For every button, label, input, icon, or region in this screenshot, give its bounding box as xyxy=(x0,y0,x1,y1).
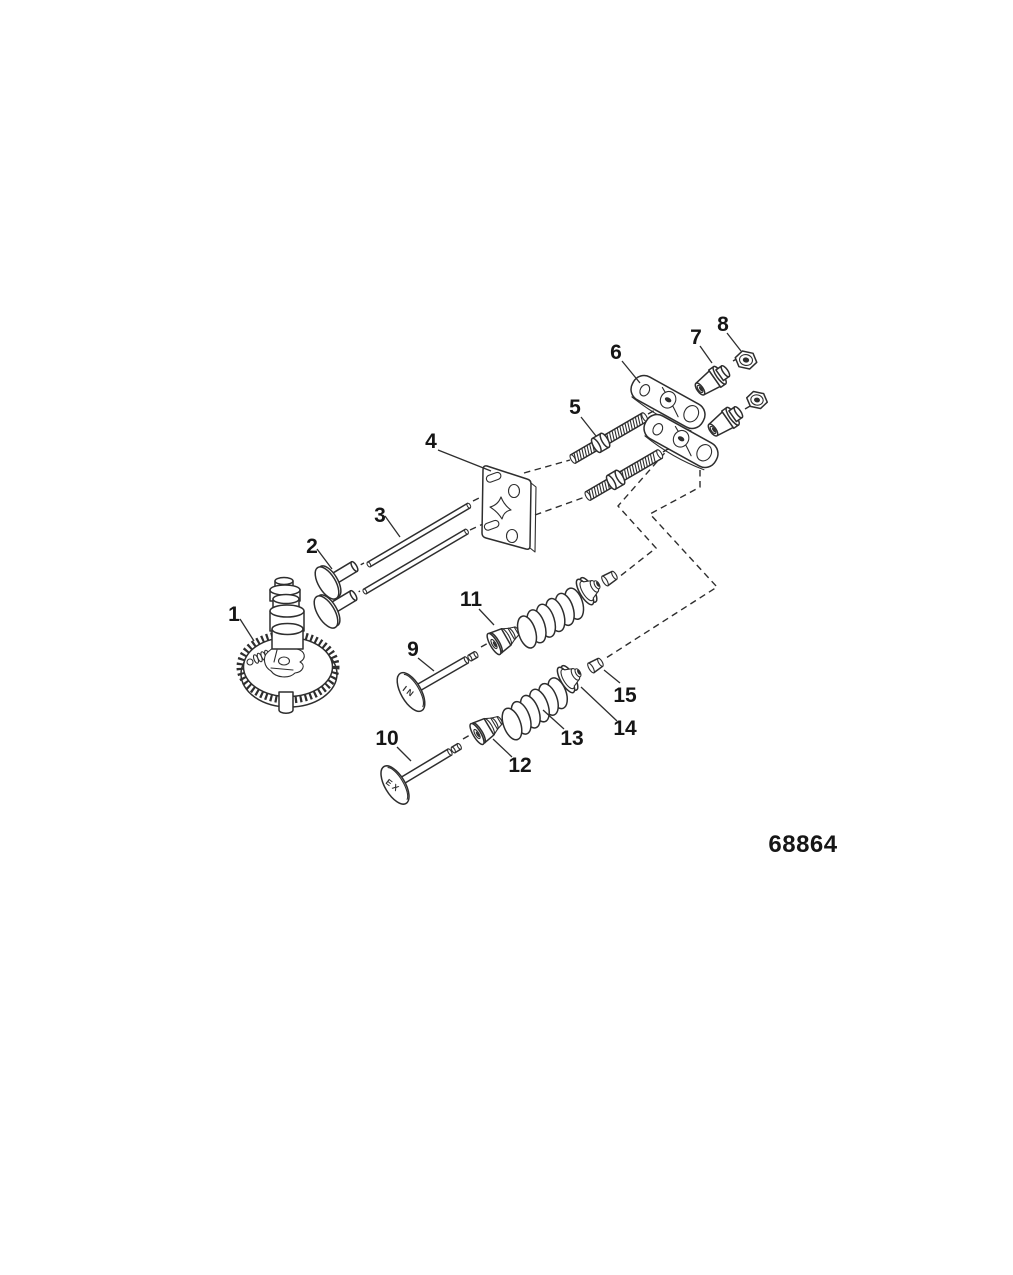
push-rods xyxy=(362,502,472,595)
camshaft-hub xyxy=(278,691,294,714)
valve-spring-intake xyxy=(516,587,585,649)
studs xyxy=(569,412,664,501)
dash-exhaust-valve-to-seat xyxy=(462,734,471,740)
callout-15-leader xyxy=(603,669,621,684)
callout-10-leader xyxy=(396,746,412,762)
dash-plate-to-stud-a xyxy=(523,459,571,474)
callout-9-leader xyxy=(417,657,435,672)
push-rod-b xyxy=(362,528,469,595)
callout-15: 15 xyxy=(613,684,637,707)
rocker-arm-a xyxy=(630,374,706,432)
exhaust-valve: EX xyxy=(380,742,462,805)
dash-stud-a-to-rocker xyxy=(647,407,660,415)
callout-5-leader xyxy=(580,416,597,437)
callout-8-leader xyxy=(726,332,742,352)
callout-6-leader xyxy=(621,360,641,384)
callout-leaders xyxy=(239,332,742,762)
lock-nuts xyxy=(734,350,769,410)
tappets xyxy=(313,560,359,629)
dash-intake-valve-to-seat xyxy=(480,641,491,648)
callout-7-leader xyxy=(699,345,713,364)
spring-seat-intake xyxy=(486,626,520,656)
callout-5: 5 xyxy=(569,396,581,419)
valve-spring-exhaust xyxy=(501,677,569,741)
callout-12-leader xyxy=(492,738,513,758)
camshaft-shaft xyxy=(269,576,305,650)
dash-path-rocker-to-exhaust xyxy=(605,470,719,659)
callout-11-leader xyxy=(478,608,495,626)
callout-3: 3 xyxy=(374,504,386,527)
tappet-exhaust xyxy=(313,589,358,629)
dash-pushrod-b-to-plate xyxy=(469,523,484,531)
release-spring-hook xyxy=(246,658,254,666)
callout-10: 10 xyxy=(375,727,398,750)
spring-retainer-intake xyxy=(575,576,601,606)
plate-star-cutout xyxy=(489,496,512,520)
pivot-nuts xyxy=(694,364,744,437)
callout-3-leader xyxy=(384,515,401,538)
rocker-arms xyxy=(630,374,719,471)
callout-2-leader xyxy=(316,548,333,570)
callout-11: 11 xyxy=(460,588,483,611)
valve-keeper-exhaust xyxy=(587,657,604,674)
spring-retainer-exhaust xyxy=(556,664,582,694)
intake-valve: IN xyxy=(396,650,479,713)
callout-1: 1 xyxy=(228,603,240,626)
push-rod-a xyxy=(366,502,472,568)
rocker-arm-b xyxy=(643,413,719,471)
callout-1-leader xyxy=(239,618,255,642)
callout-12: 12 xyxy=(508,754,531,777)
callout-7: 7 xyxy=(690,326,702,349)
callout-13-leader xyxy=(542,709,565,730)
pivot-nut-a xyxy=(694,364,731,396)
plate-slot-bottom xyxy=(483,519,500,531)
callout-14-leader xyxy=(580,686,618,722)
guide-plate xyxy=(481,465,537,553)
camshaft xyxy=(236,576,340,714)
callout-8: 8 xyxy=(717,313,729,336)
callout-4: 4 xyxy=(425,430,437,453)
tappet-intake xyxy=(314,560,359,600)
plate-hole-top xyxy=(507,483,521,499)
dash-pivot-b-to-nut xyxy=(744,404,753,410)
callout-2: 2 xyxy=(306,535,318,558)
valve-keeper-intake xyxy=(601,570,618,587)
dash-plate-to-stud-b xyxy=(534,496,586,516)
plate-hole-bottom xyxy=(505,528,519,544)
lock-nut-b xyxy=(745,390,769,410)
callout-labels: 1 2 3 4 5 6 7 8 9 10 11 12 13 14 15 xyxy=(228,313,729,777)
stud-b xyxy=(584,449,664,501)
callout-6: 6 xyxy=(610,341,622,364)
callout-13: 13 xyxy=(560,727,583,750)
callout-4-leader xyxy=(437,449,492,472)
lock-nut-a xyxy=(734,350,758,370)
callout-9: 9 xyxy=(407,638,419,661)
spring-seat-exhaust xyxy=(469,716,503,746)
drawing-number: 68864 xyxy=(768,831,837,858)
pivot-nut-b xyxy=(707,405,744,437)
plate-slot-top xyxy=(485,471,502,483)
callout-14: 14 xyxy=(613,717,637,740)
